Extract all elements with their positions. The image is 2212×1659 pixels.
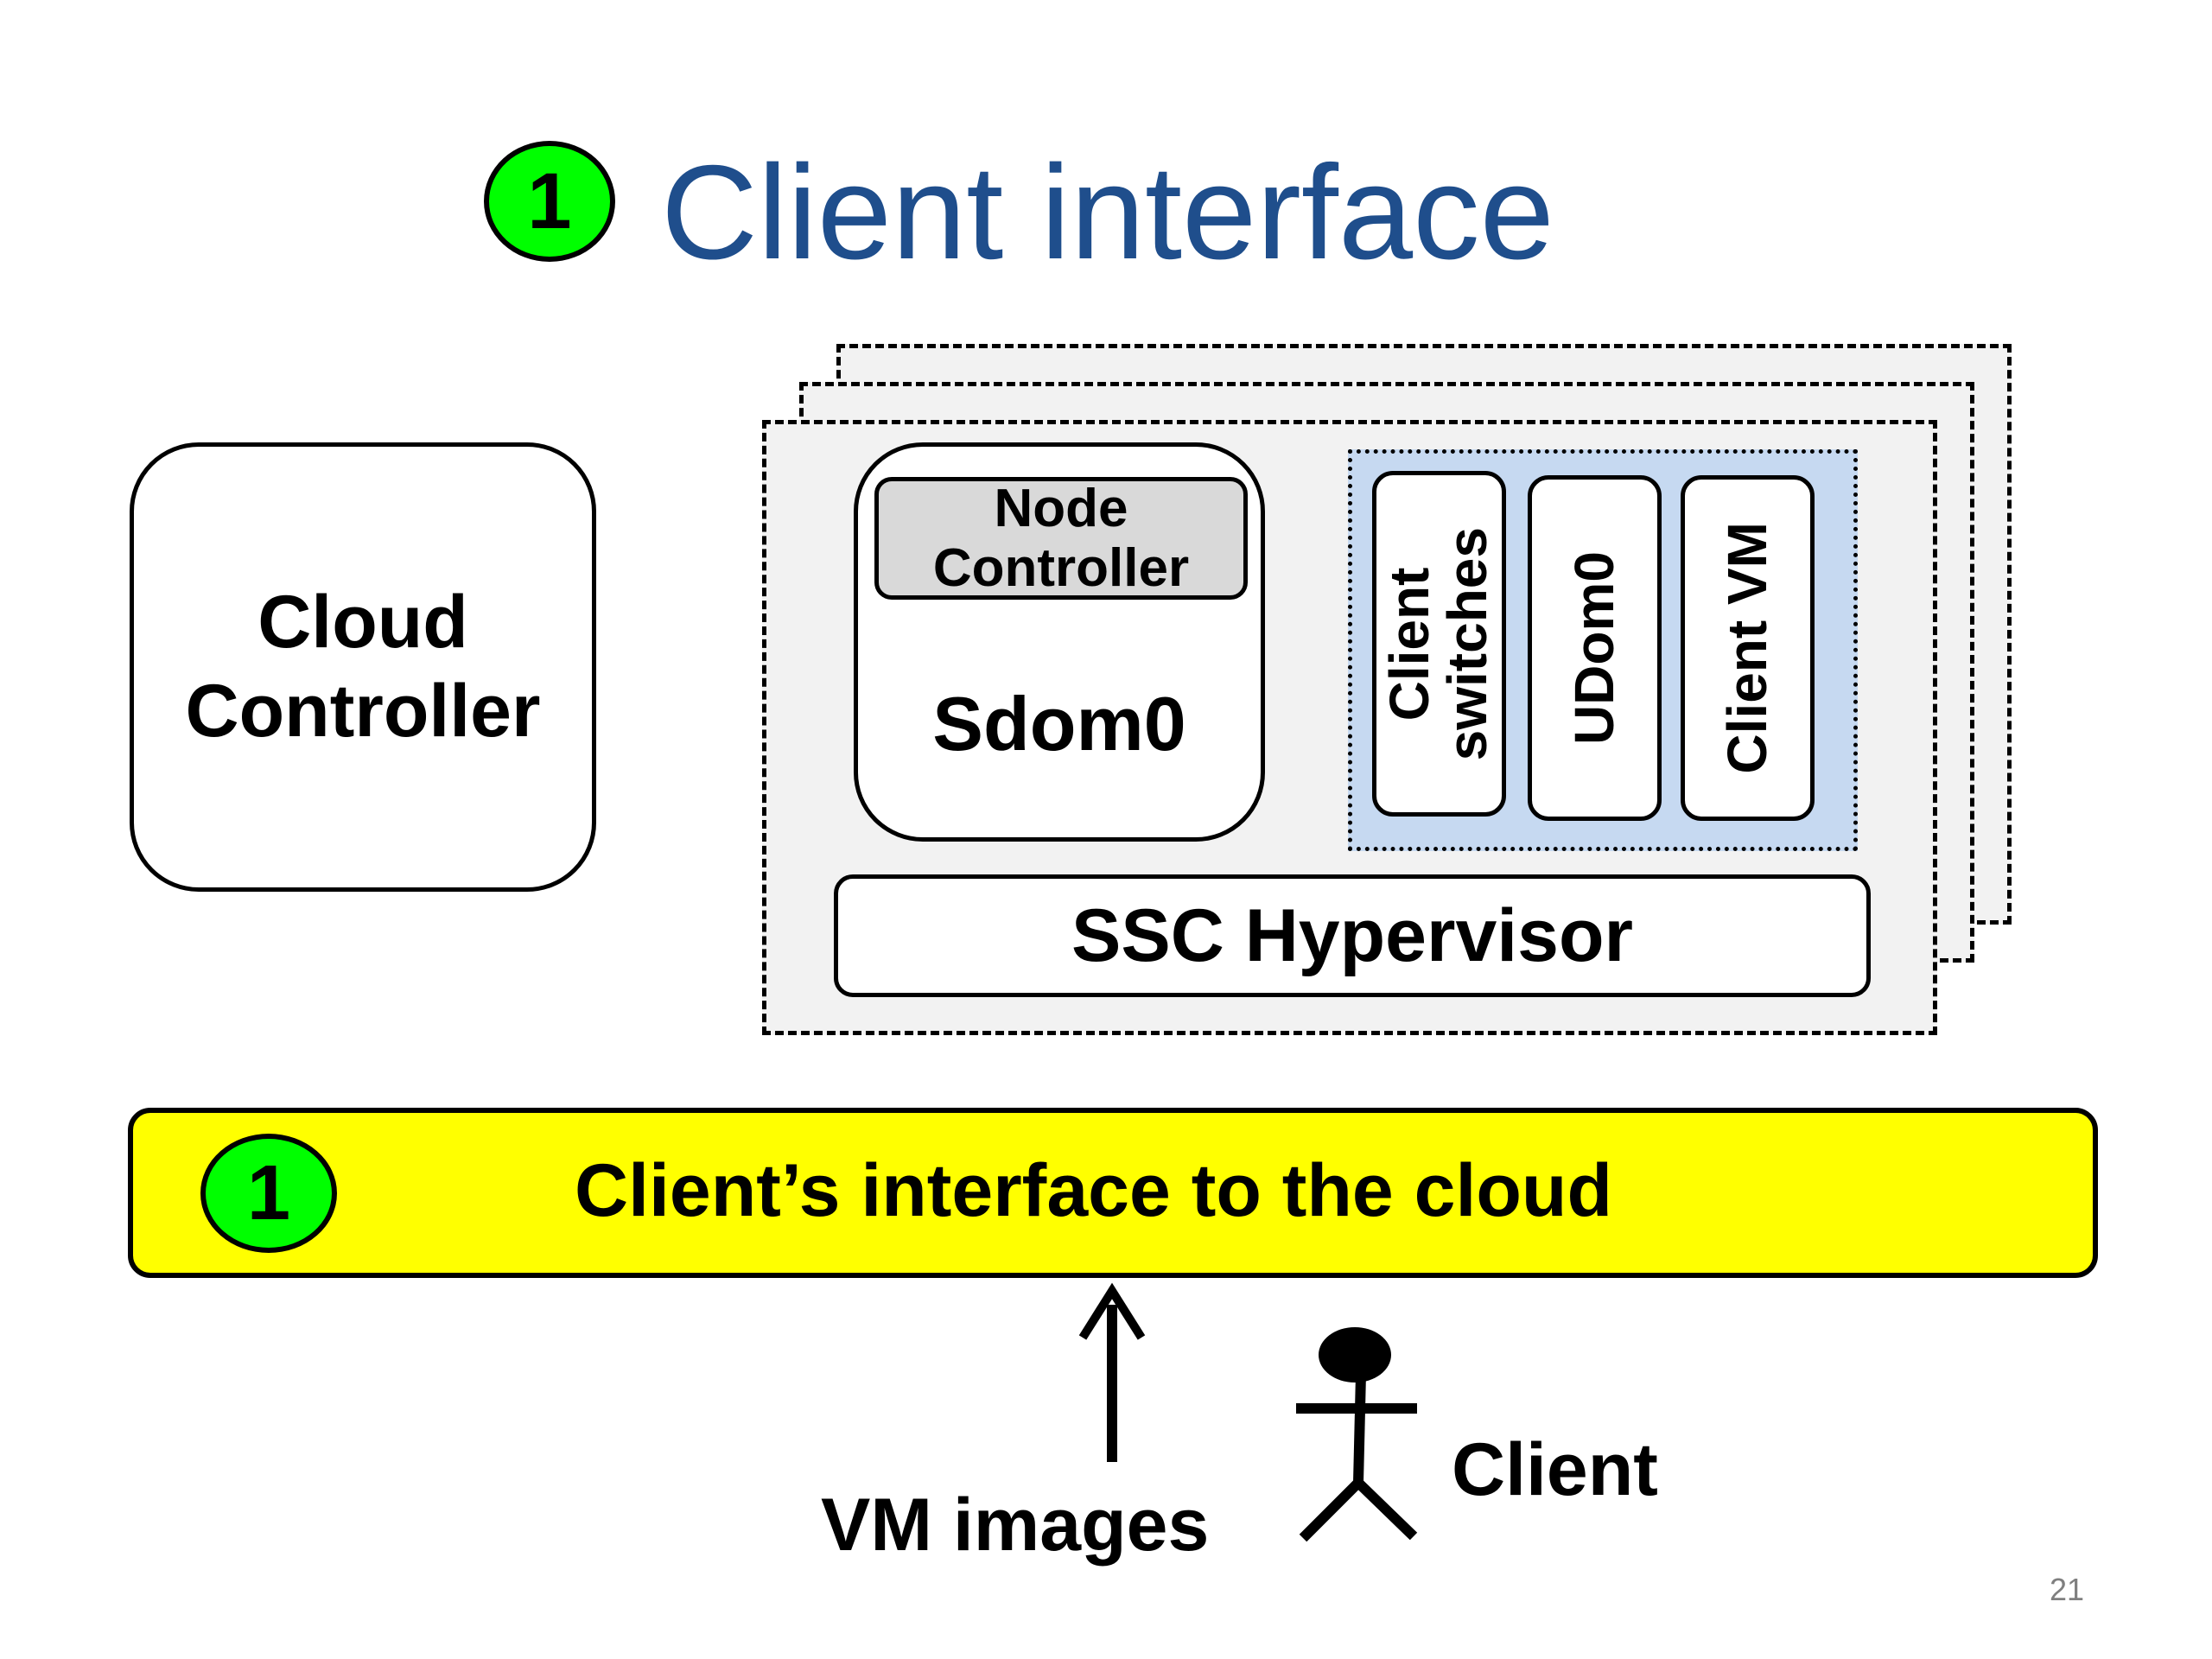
page-title: Client interface [661,137,1554,287]
client-label: Client [1452,1428,1658,1511]
vm-images-label: VM images [821,1484,1210,1567]
client-vm-box: Client VM [1681,475,1815,821]
up-arrow [1078,1282,1146,1462]
node-controller-label-line2: Controller [932,538,1190,598]
cloud-controller-box: Cloud Controller [130,442,596,892]
ssc-hypervisor-label: SSC Hypervisor [1071,893,1634,977]
cloud-controller-label-line1: Cloud [257,580,468,664]
udom0-box: UDom0 [1528,475,1662,821]
client-interface-label: Client’s interface to the cloud [575,1149,1612,1232]
client-stick-figure-icon [1296,1327,1418,1542]
interface-step-badge: 1 [200,1134,337,1253]
interface-step-number: 1 [246,1149,291,1236]
node-controller-box: Node Controller [874,477,1248,600]
sdom0-label: Sdom0 [932,681,1186,766]
node-controller-label-line1: Node [994,478,1128,538]
page-number: 21 [2050,1572,2085,1607]
title-step-badge: 1 [484,141,615,262]
ssc-hypervisor-box: SSC Hypervisor [834,874,1871,997]
client-switches-box: Client switches [1372,471,1506,817]
title-step-number: 1 [527,156,572,245]
cloud-controller-label-line2: Controller [185,670,541,753]
client-interface-bar [128,1108,2098,1278]
